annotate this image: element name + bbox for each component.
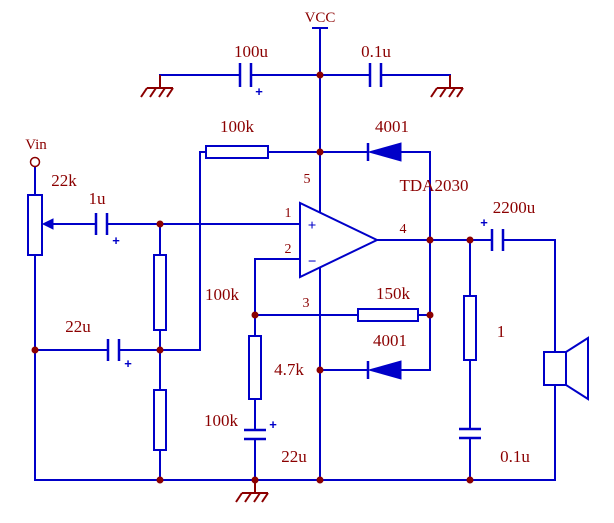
ground-icon-bottom [235, 480, 269, 503]
junction-dot [426, 311, 434, 319]
junction-dot [31, 346, 39, 354]
label-c-zobel: 0.1u [500, 447, 530, 466]
label-c-bulk: 100u [234, 42, 269, 61]
polarity-plus-icon: + [255, 84, 263, 99]
junction-dots [31, 71, 474, 484]
ground-icon-top-left [140, 75, 174, 98]
pin-label-2: 2 [285, 242, 292, 257]
wires [34, 27, 556, 481]
label-d-bottom: 4001 [373, 331, 407, 350]
inverting-minus-sign: − [308, 254, 317, 270]
junction-dot [426, 236, 434, 244]
capacitor-hf-0.1u [368, 63, 383, 87]
wire-pin2 [254, 258, 301, 316]
label-r-bias-vcc: 100k [220, 117, 255, 136]
label-c-in: 1u [89, 189, 107, 208]
ic-name-label: TDA2030 [400, 176, 469, 195]
opamp-tda2030: + − [299, 201, 380, 279]
label-c-bias: 22u [65, 317, 91, 336]
junction-dot [156, 476, 164, 484]
capacitor-gain-22u: + [244, 417, 277, 441]
label-r-bias-upper: 100k [205, 285, 240, 304]
junction-dot [466, 236, 474, 244]
polarity-plus-icon: + [124, 356, 132, 371]
pin-numbers: 5 1 2 4 3 [285, 172, 407, 311]
junction-dot [251, 476, 259, 484]
pin-label-5: 5 [304, 172, 311, 187]
label-c-hf: 0.1u [361, 42, 391, 61]
resistor-zobel-1 [463, 295, 477, 361]
potentiometer-22k [27, 194, 54, 256]
label-r-bias-lower: 100k [204, 411, 239, 430]
junction-dot [316, 366, 324, 374]
ground-icon-top-right [430, 75, 464, 98]
labels: VCC 100u 0.1u 100k 4001 Vin 22k 1u TDA20… [25, 10, 536, 466]
wire-output-to-speaker [503, 239, 556, 353]
pin-label-4: 4 [400, 222, 407, 237]
speaker-icon [543, 336, 589, 401]
capacitor-bias-22u: + [106, 339, 132, 371]
capacitor-input-1u: + [94, 213, 120, 248]
vcc-label: VCC [305, 10, 336, 26]
label-r-gain: 4.7k [274, 360, 304, 379]
label-r-zobel: 1 [497, 322, 506, 341]
diode-clamp-gnd-4001 [366, 360, 402, 380]
vin-port [29, 156, 41, 168]
polarity-plus-icon: + [269, 417, 277, 432]
diode-clamp-vcc-4001 [366, 142, 402, 162]
junction-dot [316, 148, 324, 156]
label-r-pot: 22k [51, 171, 77, 190]
junction-dot [316, 71, 324, 79]
label-c-gain: 22u [281, 447, 307, 466]
wire-rbias-left-drop [159, 151, 207, 351]
label-c-out: 2200u [493, 198, 536, 217]
polarity-plus-icon: + [112, 233, 120, 248]
capacitor-bulk-100u: + [238, 63, 263, 99]
capacitor-output-2200u: + [480, 215, 505, 251]
resistor-feedback-150k [357, 308, 419, 322]
capacitor-zobel-0.1u [459, 427, 481, 440]
resistor-gain-4.7k [248, 335, 262, 400]
label-r-fb: 150k [376, 284, 411, 303]
polarity-plus-icon: + [480, 215, 488, 230]
junction-dot [251, 311, 259, 319]
junction-dot [316, 476, 324, 484]
noninverting-plus-sign: + [308, 218, 317, 234]
resistor-bias-vcc-100k [205, 145, 269, 159]
resistor-bias-lower-100k [153, 389, 167, 451]
junction-dot [156, 220, 164, 228]
junction-dot [466, 476, 474, 484]
pin-label-1: 1 [285, 206, 292, 221]
pin-label-3: 3 [303, 296, 310, 311]
junction-dot [156, 346, 164, 354]
vin-label: Vin [25, 137, 47, 153]
label-d-top: 4001 [375, 117, 409, 136]
resistor-bias-upper-100k [153, 254, 167, 331]
wiper-arrow-icon [41, 218, 54, 230]
